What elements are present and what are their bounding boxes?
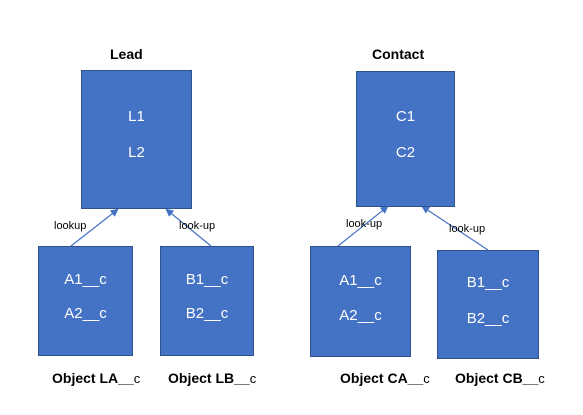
object-cb-box: B1__c B2__c (437, 250, 539, 359)
object-la-field-a2: A2__c (64, 305, 107, 322)
object-cb-label-main: Object CB__ (455, 370, 539, 386)
object-lb-field-b2: B2__c (185, 305, 229, 322)
object-la-box: A1__c A2__c (38, 246, 133, 356)
lead-title: Lead (110, 46, 143, 62)
object-ca-label: Object CA__c (340, 370, 430, 388)
arrow-cb-to-contact (421, 205, 489, 251)
object-cb-label: Object CB__c (455, 370, 545, 388)
lead-field-l2: L2 (128, 144, 145, 161)
object-la-label-main: Object LA__ (52, 370, 134, 386)
object-ca-field-a1: A1__c (339, 272, 382, 289)
object-la-label-suffix: c (133, 371, 141, 386)
contact-object-box: C1 C2 (356, 71, 455, 207)
relationship-label-cb: look-up (449, 223, 486, 235)
relationship-label-la: lookup (54, 220, 87, 232)
relationship-label-ca: look-up (346, 218, 383, 230)
arrow-lb-to-lead (165, 208, 212, 247)
contact-field-c1: C1 (395, 108, 416, 125)
object-cb-label-suffix: c (538, 371, 545, 386)
contact-title: Contact (372, 46, 425, 62)
lead-object-box: L1 L2 (81, 70, 192, 209)
object-la-field-a1: A1__c (64, 271, 107, 288)
lead-field-l1: L1 (128, 108, 145, 125)
object-lb-label: Object LB__c (168, 370, 256, 388)
object-la-label: Object LA__c (52, 370, 140, 388)
contact-field-c2: C2 (395, 144, 416, 161)
object-lb-field-b1: B1__c (185, 271, 229, 288)
arrow-ca-to-contact (337, 205, 389, 247)
object-ca-label-suffix: c (423, 371, 430, 386)
object-ca-box: A1__c A2__c (310, 246, 411, 357)
object-cb-field-b1: B1__c (466, 274, 510, 291)
arrow-la-to-lead (70, 208, 119, 247)
object-lb-box: B1__c B2__c (160, 246, 254, 356)
object-ca-field-a2: A2__c (339, 307, 382, 324)
object-ca-label-main: Object CA__ (340, 370, 424, 386)
object-cb-field-b2: B2__c (466, 310, 510, 327)
relationship-label-lb: look-up (179, 220, 216, 232)
object-lb-label-main: Object LB__ (168, 370, 250, 386)
object-lb-label-suffix: c (249, 371, 257, 386)
